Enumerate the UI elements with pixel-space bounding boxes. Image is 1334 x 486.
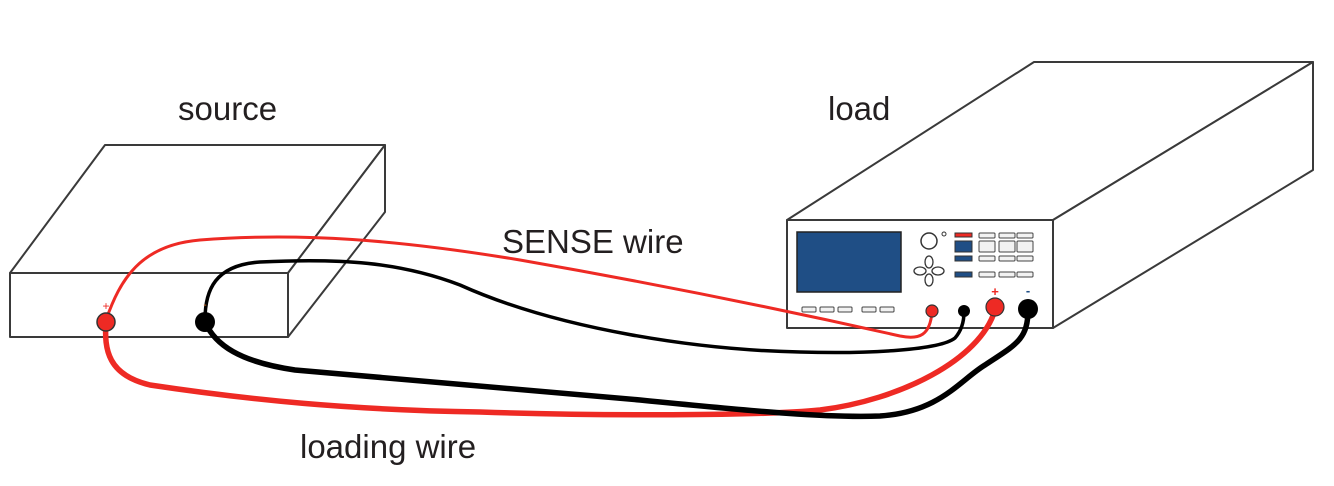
load-softkeys[interactable] (801, 306, 895, 313)
source-device (9, 144, 386, 338)
load-front-panel (796, 231, 1034, 313)
source-front-face (9, 272, 289, 338)
load-plus-sign: + (991, 284, 999, 299)
loading-wire-label: loading wire (300, 428, 477, 465)
load-keypad[interactable] (978, 232, 1034, 278)
load-terminal-positive[interactable]: + (985, 284, 1005, 317)
source-terminal-positive[interactable]: + (96, 299, 116, 332)
load-minus-sign: - (1026, 283, 1030, 298)
source-minus-sign: - (203, 300, 206, 311)
sense-wire-red (104, 235, 934, 339)
load-terminal-negative[interactable]: - (1018, 283, 1038, 319)
knob-indicator-icon (941, 231, 947, 237)
load-mode-buttons[interactable] (954, 232, 973, 278)
loading-wire-black (202, 309, 1031, 420)
load-sense-terminal-positive[interactable] (925, 304, 939, 318)
load-display-screen (796, 231, 902, 293)
source-label: source (178, 90, 278, 127)
source-terminal-negative[interactable]: - (195, 300, 215, 332)
load-label: load (828, 90, 891, 127)
sense-wire-label: SENSE wire (502, 223, 684, 260)
load-knob[interactable] (920, 232, 938, 250)
load-sense-terminal-negative[interactable] (958, 305, 970, 317)
sense-wire-black (203, 258, 966, 355)
source-plus-sign: + (102, 299, 109, 313)
loading-wire-red (102, 309, 998, 418)
load-arrow-keypad[interactable] (913, 255, 945, 287)
